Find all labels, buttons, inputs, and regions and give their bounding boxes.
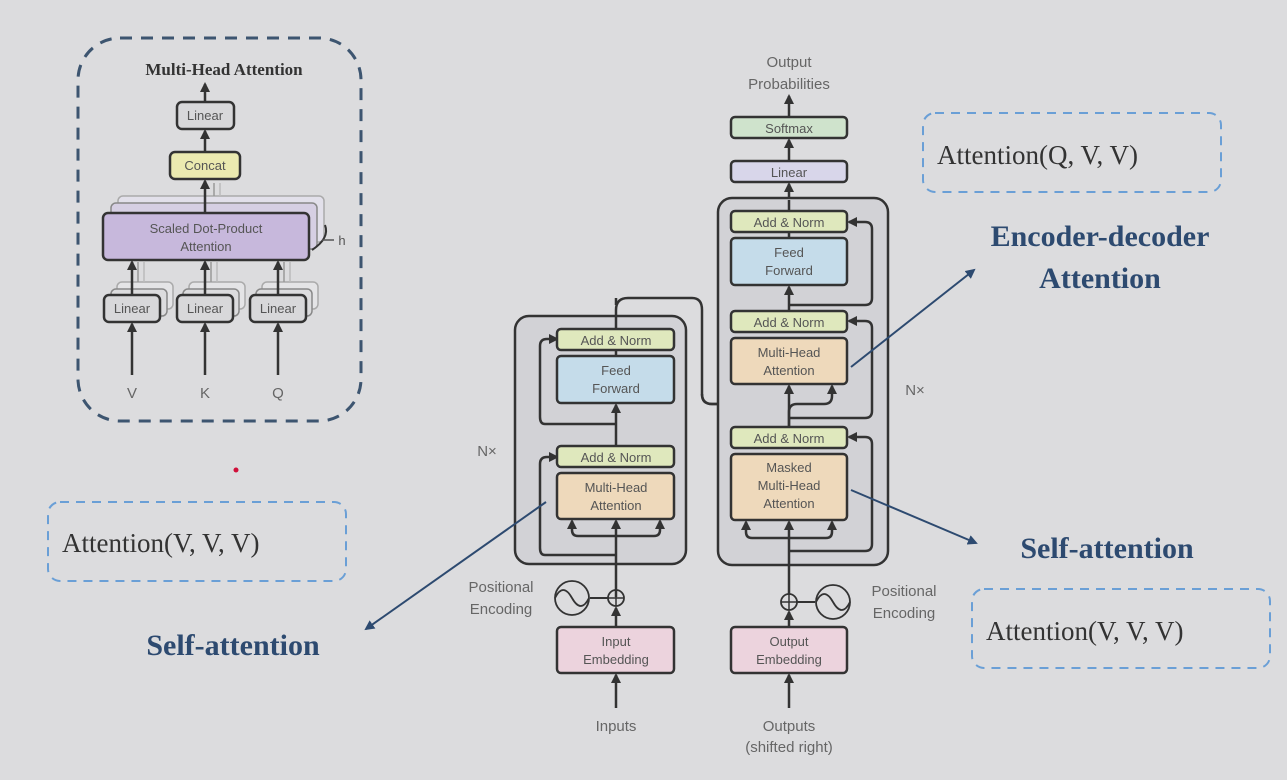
encoder-ff-label-1: Feed bbox=[601, 363, 631, 378]
output-probabilities-label-2: Probabilities bbox=[748, 76, 830, 93]
annotations: Attention(V, V, V) Self-attention Attent… bbox=[47, 112, 1271, 669]
heads-label: h bbox=[338, 233, 345, 248]
decoder-formula: Attention(V, V, V) bbox=[986, 616, 1184, 646]
heads-brace bbox=[311, 224, 328, 251]
output-probabilities-label-1: Output bbox=[766, 54, 812, 71]
masked-label-3: Attention bbox=[763, 496, 814, 511]
inputs-label: Inputs bbox=[596, 718, 637, 735]
decoder-repeat-label: N× bbox=[905, 382, 925, 399]
input-embedding-label-2: Embedding bbox=[583, 652, 649, 667]
decoder-linear-label: Linear bbox=[771, 165, 808, 180]
decoder-add-norm-3 bbox=[729, 425, 849, 450]
encoder-ff-label-2: Forward bbox=[592, 381, 640, 396]
encoder-add-norm-top bbox=[555, 327, 676, 352]
panel-linear-v: Linear V bbox=[102, 260, 174, 402]
panel-title: Multi-Head Attention bbox=[145, 60, 303, 79]
decoder-residual-cross bbox=[789, 316, 874, 420]
cross-callout-1: Encoder-decoder bbox=[991, 220, 1210, 253]
encoder-callout-arrow bbox=[364, 501, 547, 631]
encoder-self-attention-callout: Self-attention bbox=[146, 629, 320, 662]
decoder-formula-box bbox=[971, 588, 1271, 669]
decoder-pos-enc-label-1: Positional bbox=[871, 583, 936, 600]
encoder-add-norm-top-label: Add & Norm bbox=[581, 333, 652, 348]
decoder-ff-label-2: Forward bbox=[765, 263, 813, 278]
decoder-mha-label-2: Attention bbox=[763, 363, 814, 378]
decoder-add-norm-3-label: Add & Norm bbox=[754, 431, 825, 446]
encoder-mha-label-2: Attention bbox=[590, 498, 641, 513]
decoder-self-attention-callout: Self-attention bbox=[1020, 532, 1194, 565]
encoder-residual-2 bbox=[538, 334, 616, 426]
multi-head-attention-panel: Multi-Head Attention Linear Concat Scale… bbox=[76, 36, 363, 423]
encoder-repeat-label: N× bbox=[477, 443, 497, 460]
decoder-add-norm-1 bbox=[729, 209, 849, 234]
decoder-ff-label-1: Feed bbox=[774, 245, 804, 260]
masked-label-1: Masked bbox=[766, 460, 812, 475]
decoder-add-norm-2 bbox=[729, 309, 849, 334]
encoder-pos-enc-label-1: Positional bbox=[468, 579, 533, 596]
input-v-label: V bbox=[127, 385, 137, 402]
cross-callout-2: Attention bbox=[1039, 262, 1161, 295]
panel-linear-q: Linear Q bbox=[248, 260, 319, 402]
cross-callout-arrow bbox=[850, 268, 976, 368]
scaled-dot-label-2: Attention bbox=[180, 239, 231, 254]
cross-formula-box bbox=[922, 112, 1222, 193]
scaled-dot-label-1: Scaled Dot-Product bbox=[150, 221, 263, 236]
input-q-label: Q bbox=[272, 385, 284, 402]
masked-label-2: Multi-Head bbox=[758, 478, 821, 493]
output-embedding-label-1: Output bbox=[769, 634, 808, 649]
input-embedding-label-1: Input bbox=[602, 634, 631, 649]
pointer-dot bbox=[233, 467, 239, 473]
encoder: N× Add & Norm Feed Forward Add & Norm Mu… bbox=[468, 296, 751, 735]
decoder: Output Probabilities Softmax Linear N× A… bbox=[716, 54, 937, 756]
decoder-pos-enc-label-2: Encoding bbox=[873, 605, 936, 622]
encoder-to-cross-k-arrow bbox=[700, 390, 751, 406]
encoder-mha-label-1: Multi-Head bbox=[585, 480, 648, 495]
linear-k-label: Linear bbox=[187, 301, 224, 316]
encoder-formula-box bbox=[47, 501, 347, 582]
encoder-add-norm-bottom-label: Add & Norm bbox=[581, 450, 652, 465]
decoder-mha-label-1: Multi-Head bbox=[758, 345, 821, 360]
input-k-label: K bbox=[200, 385, 210, 402]
cross-formula: Attention(Q, V, V) bbox=[937, 140, 1138, 170]
softmax-label: Softmax bbox=[765, 121, 813, 136]
panel-linear-top-label: Linear bbox=[187, 108, 224, 123]
linear-v-label: Linear bbox=[114, 301, 151, 316]
output-embedding-label-2: Embedding bbox=[756, 652, 822, 667]
outputs-label-2: (shifted right) bbox=[745, 739, 833, 756]
panel-linear-k: Linear K bbox=[175, 260, 246, 402]
decoder-residual-masked bbox=[789, 432, 874, 553]
decoder-add-norm-2-label: Add & Norm bbox=[754, 315, 825, 330]
decoder-add-norm-1-label: Add & Norm bbox=[754, 215, 825, 230]
encoder-pos-enc-label-2: Encoding bbox=[470, 601, 533, 618]
encoder-multi-head-attention bbox=[555, 471, 676, 521]
encoder-add-norm-bottom bbox=[555, 444, 676, 469]
outputs-label-1: Outputs bbox=[763, 718, 816, 735]
panel-concat-label: Concat bbox=[184, 158, 226, 173]
decoder-residual-ff bbox=[789, 217, 874, 307]
encoder-formula: Attention(V, V, V) bbox=[62, 528, 260, 558]
decoder-callout-arrow bbox=[850, 489, 978, 545]
linear-q-label: Linear bbox=[260, 301, 297, 316]
